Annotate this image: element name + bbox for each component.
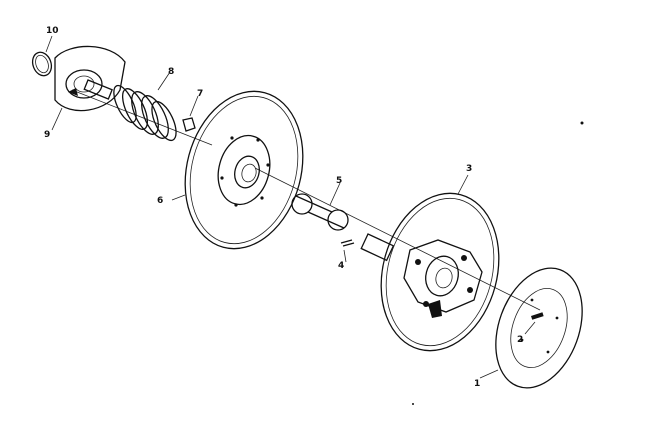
callout-labels: 1 2 3 4 5 6 7 8 9 10 — [44, 26, 523, 389]
part-5-sleeve — [291, 182, 349, 231]
callout-4: 4 — [338, 261, 344, 271]
part-4-key — [340, 239, 355, 263]
part-1-cover-plate — [479, 267, 583, 389]
callout-5: 5 — [336, 176, 342, 186]
part-10-snap-ring — [31, 51, 53, 77]
part-6-movable-sheave — [171, 90, 304, 250]
part-3-fixed-sheave — [360, 174, 500, 352]
callout-6: 6 — [157, 196, 163, 206]
callout-3: 3 — [466, 164, 472, 174]
callout-10: 10 — [46, 26, 59, 36]
callout-1: 1 — [474, 379, 480, 389]
part-8-spring — [113, 71, 177, 142]
part-9-spring-cover — [54, 45, 126, 112]
callout-9: 9 — [44, 130, 50, 140]
callout-2: 2 — [517, 335, 523, 345]
callout-8: 8 — [168, 67, 174, 77]
callout-leaders — [45, 35, 63, 131]
center-axis — [71, 89, 541, 311]
part-2-bolt — [524, 312, 544, 335]
callout-7: 7 — [197, 89, 203, 99]
stray-marks — [412, 121, 584, 405]
part-7-key — [182, 95, 199, 132]
